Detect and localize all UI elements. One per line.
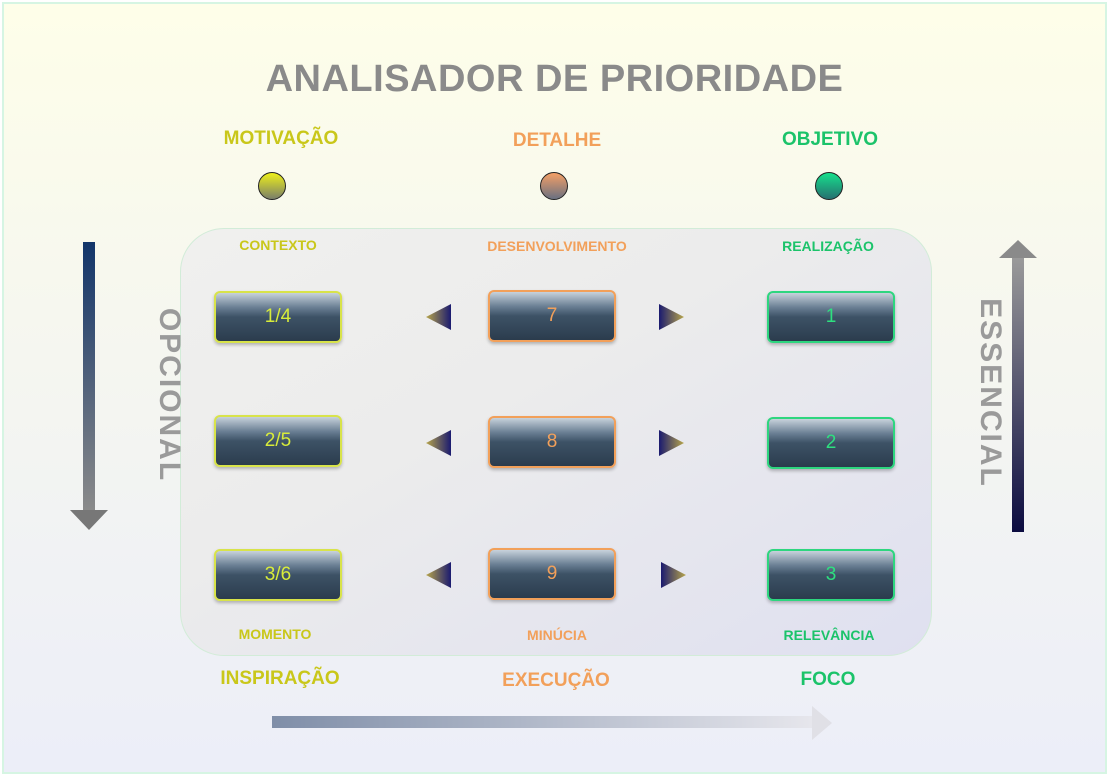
priority-button-3[interactable]: 3 — [767, 549, 895, 601]
detalhe-indicator-dot — [540, 172, 568, 200]
priority-button-1[interactable]: 1 — [767, 291, 895, 343]
priority-button-7[interactable]: 7 — [488, 290, 616, 342]
side-label-essencial: ESSENCIAL — [973, 298, 1007, 488]
motivacao-indicator-dot — [258, 172, 286, 200]
priority-button-2-5[interactable]: 2/5 — [214, 415, 342, 467]
label-relevancia: RELEVÂNCIA — [783, 627, 875, 643]
down-arrow-icon — [70, 242, 108, 530]
heading-motivacao: MOTIVAÇÃO — [223, 128, 339, 149]
priority-button-2[interactable]: 2 — [767, 417, 895, 469]
label-desenvolvimento: DESENVOLVIMENTO — [487, 238, 627, 254]
footer-execucao: EXECUÇÃO — [502, 670, 610, 691]
priority-button-9[interactable]: 9 — [488, 548, 616, 600]
left-arrow-icon[interactable] — [423, 560, 453, 590]
label-momento: MOMENTO — [238, 626, 312, 642]
footer-inspiracao: INSPIRAÇÃO — [220, 668, 340, 689]
label-realizacao: REALIZAÇÃO — [782, 238, 874, 254]
up-arrow-icon — [999, 240, 1037, 532]
side-label-opcional: OPCIONAL — [153, 307, 187, 483]
left-arrow-icon[interactable] — [423, 302, 453, 332]
priority-button-8[interactable]: 8 — [488, 416, 616, 468]
label-minucia: MINÚCIA — [527, 627, 587, 643]
priority-button-1-4[interactable]: 1/4 — [214, 291, 342, 343]
left-arrow-icon[interactable] — [423, 428, 453, 458]
heading-detalhe: DETALHE — [512, 130, 602, 151]
footer-foco: FOCO — [800, 669, 856, 690]
right-arrow-icon[interactable] — [659, 560, 689, 590]
right-long-arrow-icon — [272, 706, 832, 740]
page-title: ANALISADOR DE PRIORIDADE — [265, 58, 844, 100]
label-contexto: CONTEXTO — [239, 237, 317, 253]
right-arrow-icon[interactable] — [657, 428, 687, 458]
objetivo-indicator-dot — [815, 172, 843, 200]
heading-objetivo: OBJETIVO — [781, 129, 879, 150]
priority-button-3-6[interactable]: 3/6 — [214, 549, 342, 601]
right-arrow-icon[interactable] — [657, 302, 687, 332]
